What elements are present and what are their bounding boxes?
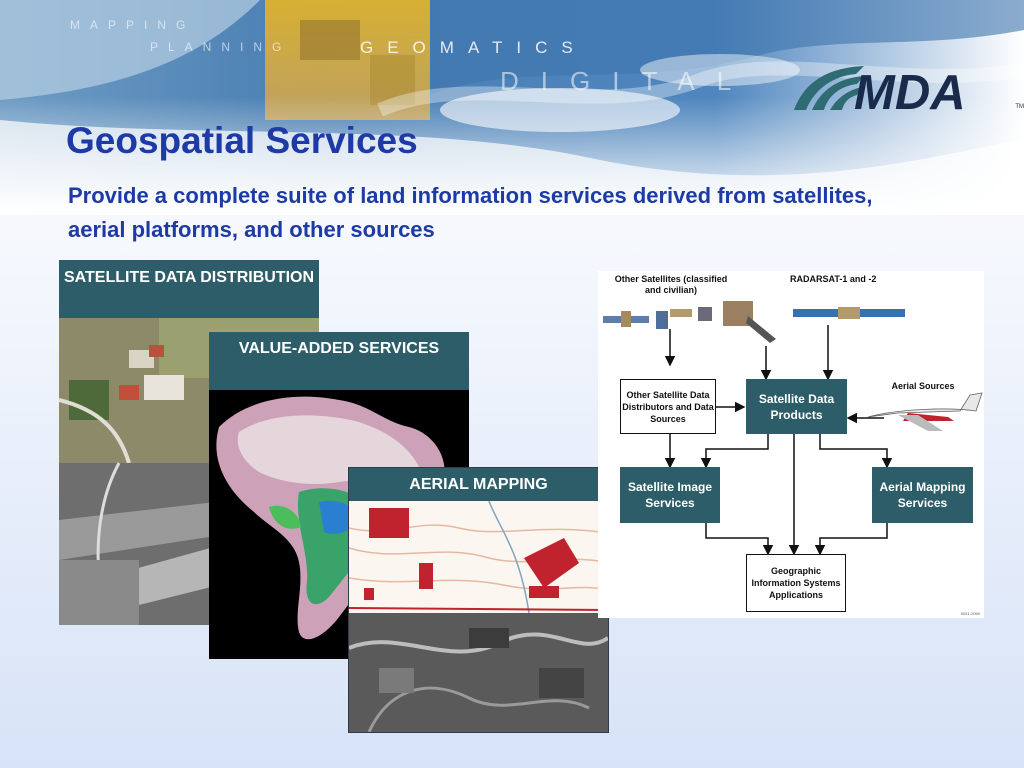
other-distributors-box: Other Satellite Data Distributors and Da… [620, 379, 716, 434]
gis-applications-box: Geographic Information Systems Applicati… [746, 554, 846, 612]
aerial-mapping-services-box: Aerial Mapping Services [872, 467, 973, 523]
diagram-code: 0021-2090 [960, 611, 980, 616]
banner-word-geomatics: GEOMATICS [360, 38, 587, 57]
radarsat-label: RADARSAT-1 and -2 [790, 274, 877, 284]
aerial-mapping-card: AERIAL MAPPING [348, 467, 609, 733]
banner-word-planning: PLANNING [150, 40, 292, 54]
mda-logo: MDA TM [794, 64, 1024, 120]
mda-logo-text: MDA [854, 66, 966, 114]
aerial-sources-label: Aerial Sources [891, 381, 955, 391]
page-subtitle: Provide a complete suite of land informa… [68, 183, 873, 242]
mda-logo-graphic: MDA [794, 66, 966, 120]
banner-background-graphic [0, 0, 1024, 215]
banner-word-mapping: MAPPING [70, 18, 196, 32]
satellites-illustration [603, 301, 905, 343]
page-title: Geospatial Services [66, 120, 418, 161]
services-flow-diagram: Other Satellites (classified and civilia… [598, 271, 984, 618]
other-satellites-label: Other Satellites (classified and civilia… [614, 274, 728, 295]
value-added-label: VALUE-ADDED SERVICES [209, 332, 469, 390]
banner-word-digital: DIGITAL [500, 66, 754, 96]
satellite-data-products-box: Satellite Data Products [746, 379, 847, 434]
aircraft-illustration [867, 392, 983, 431]
aerial-mapping-label: AERIAL MAPPING [349, 468, 608, 501]
satellite-image-services-box: Satellite Image Services [620, 467, 720, 523]
logo-trademark: TM [1015, 104, 1024, 110]
flow-diagram-connectors [603, 301, 983, 556]
aerial-map-image [349, 500, 608, 732]
satellite-data-label: SATELLITE DATA DISTRIBUTION [59, 260, 319, 318]
header-banner: MAPPING PLANNING GEOMATICS DIGITAL [0, 0, 1024, 215]
